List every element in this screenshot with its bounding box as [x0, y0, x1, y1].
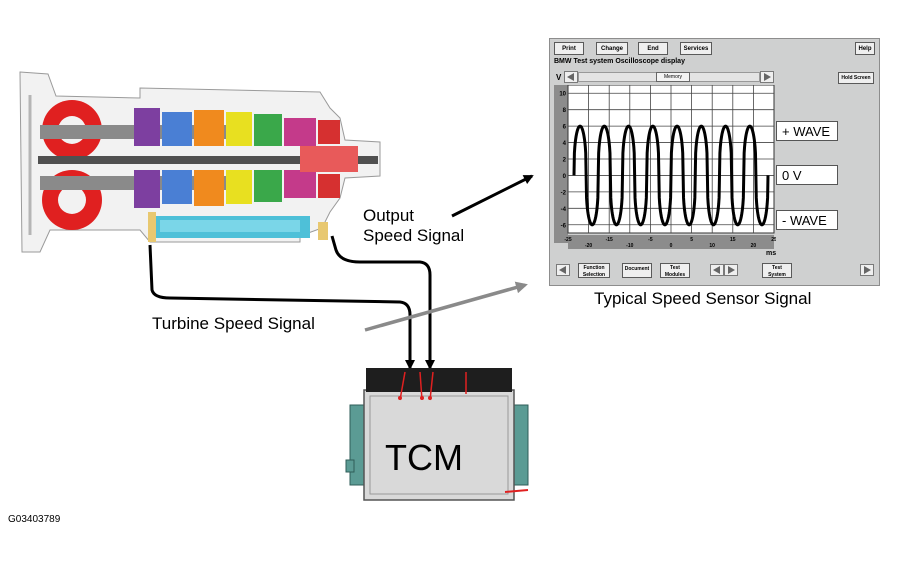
test-system-line2: System: [768, 272, 786, 278]
x-tick-label: -20: [585, 243, 592, 249]
memory-button[interactable]: Memory: [656, 72, 690, 82]
x-axis-bar: [568, 235, 774, 249]
x-tick-label: 5: [690, 237, 693, 243]
y-tick-label: 10: [559, 92, 566, 98]
x-tick-label: -15: [606, 237, 613, 243]
test-modules-line2: Modules: [664, 272, 686, 278]
test-modules-button[interactable]: Test Modules: [660, 263, 690, 278]
turbine-sensor-wire: [148, 244, 415, 370]
x-tick-label: 10: [709, 243, 715, 249]
x-tick-label: 0: [670, 243, 673, 249]
end-button[interactable]: End: [638, 42, 668, 55]
x-tick-label: -25: [564, 237, 571, 243]
hold-screen-button[interactable]: Hold Screen: [838, 72, 874, 84]
y-tick-labels: 10 8 6 4 2 0 -2 -4 -6: [559, 92, 566, 230]
y-axis-bar: [554, 85, 568, 243]
next-page-button[interactable]: [724, 264, 738, 276]
y-tick-label: 6: [563, 125, 567, 131]
x-tick-label: -10: [626, 243, 633, 249]
function-selection-button[interactable]: Function Selection: [578, 263, 610, 278]
arrow-left-icon: [713, 266, 720, 274]
function-selection-line1: Function: [583, 265, 605, 271]
services-button[interactable]: Services: [680, 42, 712, 55]
tcm-module: [345, 368, 529, 501]
test-system-button[interactable]: Test System: [762, 263, 792, 278]
output-signal-arrow: [451, 174, 534, 218]
figure-code: G03403789: [8, 514, 61, 525]
change-button[interactable]: Change: [596, 42, 628, 55]
volt-unit: V: [556, 73, 562, 82]
y-tick-label: 4: [563, 141, 567, 147]
turbine-signal-arrow: [364, 281, 528, 332]
minus-wave-label: - WAVE: [776, 210, 838, 230]
arrow-right-icon: [764, 73, 771, 81]
y-tick-label: -6: [561, 223, 567, 229]
x-tick-label: -5: [648, 237, 653, 243]
signal-waveform: [572, 124, 770, 227]
test-system-line1: Test: [772, 265, 782, 271]
x-tick-labels: -25 -20 -15 -10 -5 0 5 10 15 20 25: [564, 237, 776, 249]
x-tick-label: 15: [730, 237, 736, 243]
turbine-speed-signal-label: Turbine Speed Signal: [152, 314, 315, 333]
ms-unit: ms: [766, 250, 776, 257]
scroll-left-button[interactable]: [564, 71, 578, 83]
page-forward-button[interactable]: [860, 264, 874, 276]
prev-page-button[interactable]: [710, 264, 724, 276]
help-button[interactable]: Help: [855, 42, 875, 55]
arrow-right-icon: [728, 266, 735, 274]
transmission-illustration: [19, 71, 381, 253]
zero-volt-label: 0 V: [776, 165, 838, 185]
document-label: Document: [624, 266, 650, 272]
scope-title: BMW Test system Oscilloscope display: [554, 58, 685, 65]
scroll-right-button[interactable]: [760, 71, 774, 83]
output-label-line1: Output: [363, 206, 415, 225]
arrow-left-icon: [559, 266, 566, 274]
function-selection-line2: Selection: [582, 272, 606, 278]
y-tick-label: -2: [561, 190, 567, 196]
y-tick-label: 8: [563, 108, 567, 114]
test-modules-line1: Test: [670, 265, 680, 271]
oscilloscope-screen: Print Change End Services Help BMW Test …: [549, 38, 880, 286]
tcm-label: TCM: [385, 437, 463, 478]
x-tick-label: 25: [771, 237, 776, 243]
scope-caption: Typical Speed Sensor Signal: [594, 289, 812, 308]
x-tick-label: 20: [751, 243, 757, 249]
y-tick-label: 2: [563, 158, 567, 164]
print-button[interactable]: Print: [554, 42, 584, 55]
document-button[interactable]: Document: [622, 263, 652, 278]
page-back-button[interactable]: [556, 264, 570, 276]
y-tick-label: -4: [561, 207, 567, 213]
plus-wave-label: + WAVE: [776, 121, 838, 141]
output-label-line2: Speed Signal: [363, 226, 465, 245]
output-speed-signal-label: Output Speed Signal: [363, 206, 464, 246]
output-sensor-wire: [330, 235, 435, 370]
arrow-right-icon: [864, 266, 871, 274]
y-tick-label: 0: [563, 174, 567, 180]
arrow-left-icon: [567, 73, 574, 81]
